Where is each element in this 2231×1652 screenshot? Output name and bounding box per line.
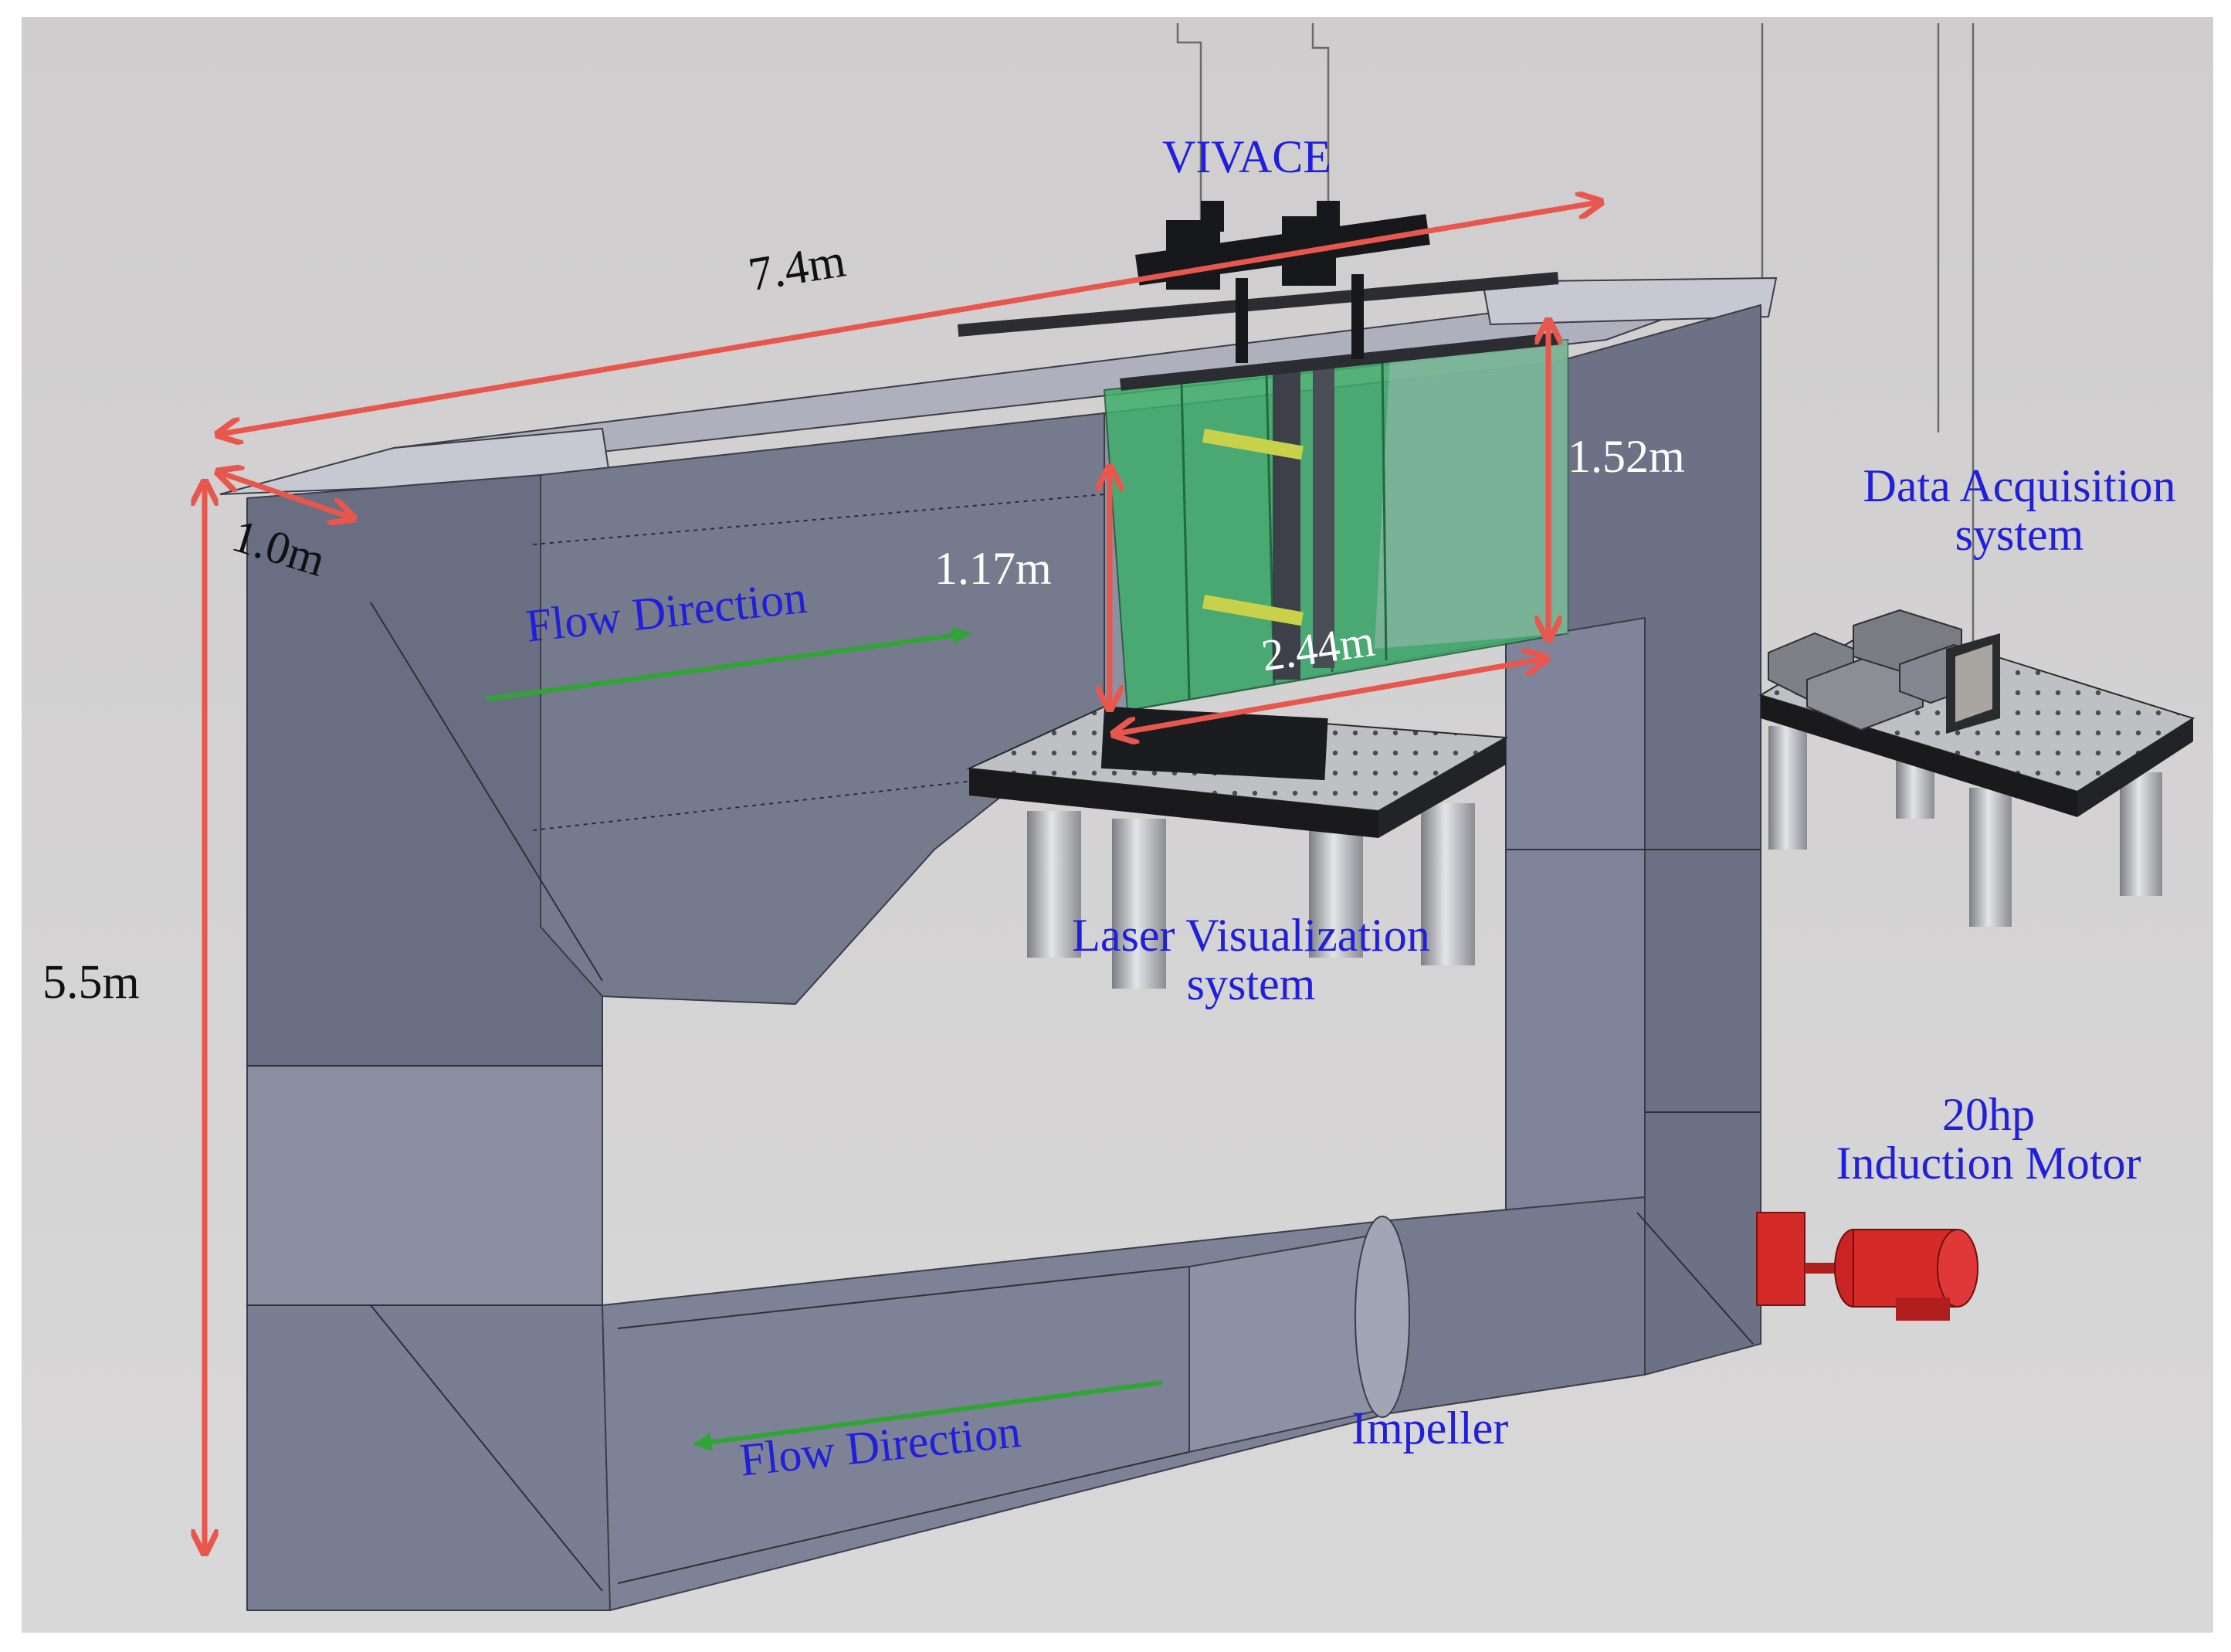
flow-arrow-lower bbox=[693, 1380, 1163, 1452]
daq-label: Data Acquisition system bbox=[1819, 462, 2220, 559]
motor-label: 20hp Induction Motor bbox=[1776, 1091, 2201, 1188]
laser-label: Laser Visualization system bbox=[1012, 911, 1490, 1009]
motor-label-line2: Induction Motor bbox=[1836, 1138, 2141, 1189]
dim-test-height-label: 1.52m bbox=[1568, 431, 1685, 482]
laser-label-line1: Laser Visualization bbox=[1072, 910, 1430, 961]
daq-optical-table bbox=[1758, 609, 2195, 927]
support-wires bbox=[1176, 23, 1975, 641]
vivace-label: VIVACE bbox=[1162, 131, 1331, 182]
motor-label-line1: 20hp bbox=[1942, 1089, 2035, 1140]
hidden-lines bbox=[532, 494, 1105, 831]
dim-arrow-test-length bbox=[1116, 659, 1544, 734]
laser-label-line2: system bbox=[1186, 958, 1316, 1009]
tunnel-edges bbox=[247, 602, 1761, 1592]
flow-arrow-upper bbox=[486, 626, 971, 701]
dimension-arrows bbox=[205, 202, 1599, 1551]
dim-arrow-length bbox=[220, 202, 1599, 434]
dim-water-depth-label: 1.17m bbox=[934, 543, 1052, 594]
flow-arrows bbox=[486, 626, 1163, 1452]
induction-motor bbox=[1756, 1212, 1978, 1321]
dim-height-label: 5.5m bbox=[42, 956, 140, 1009]
impeller-label: Impeller bbox=[1351, 1403, 1509, 1454]
daq-label-line1: Data Acquisition bbox=[1863, 460, 2176, 511]
dim-arrow-width bbox=[220, 473, 351, 517]
daq-label-line2: system bbox=[1955, 509, 2084, 560]
